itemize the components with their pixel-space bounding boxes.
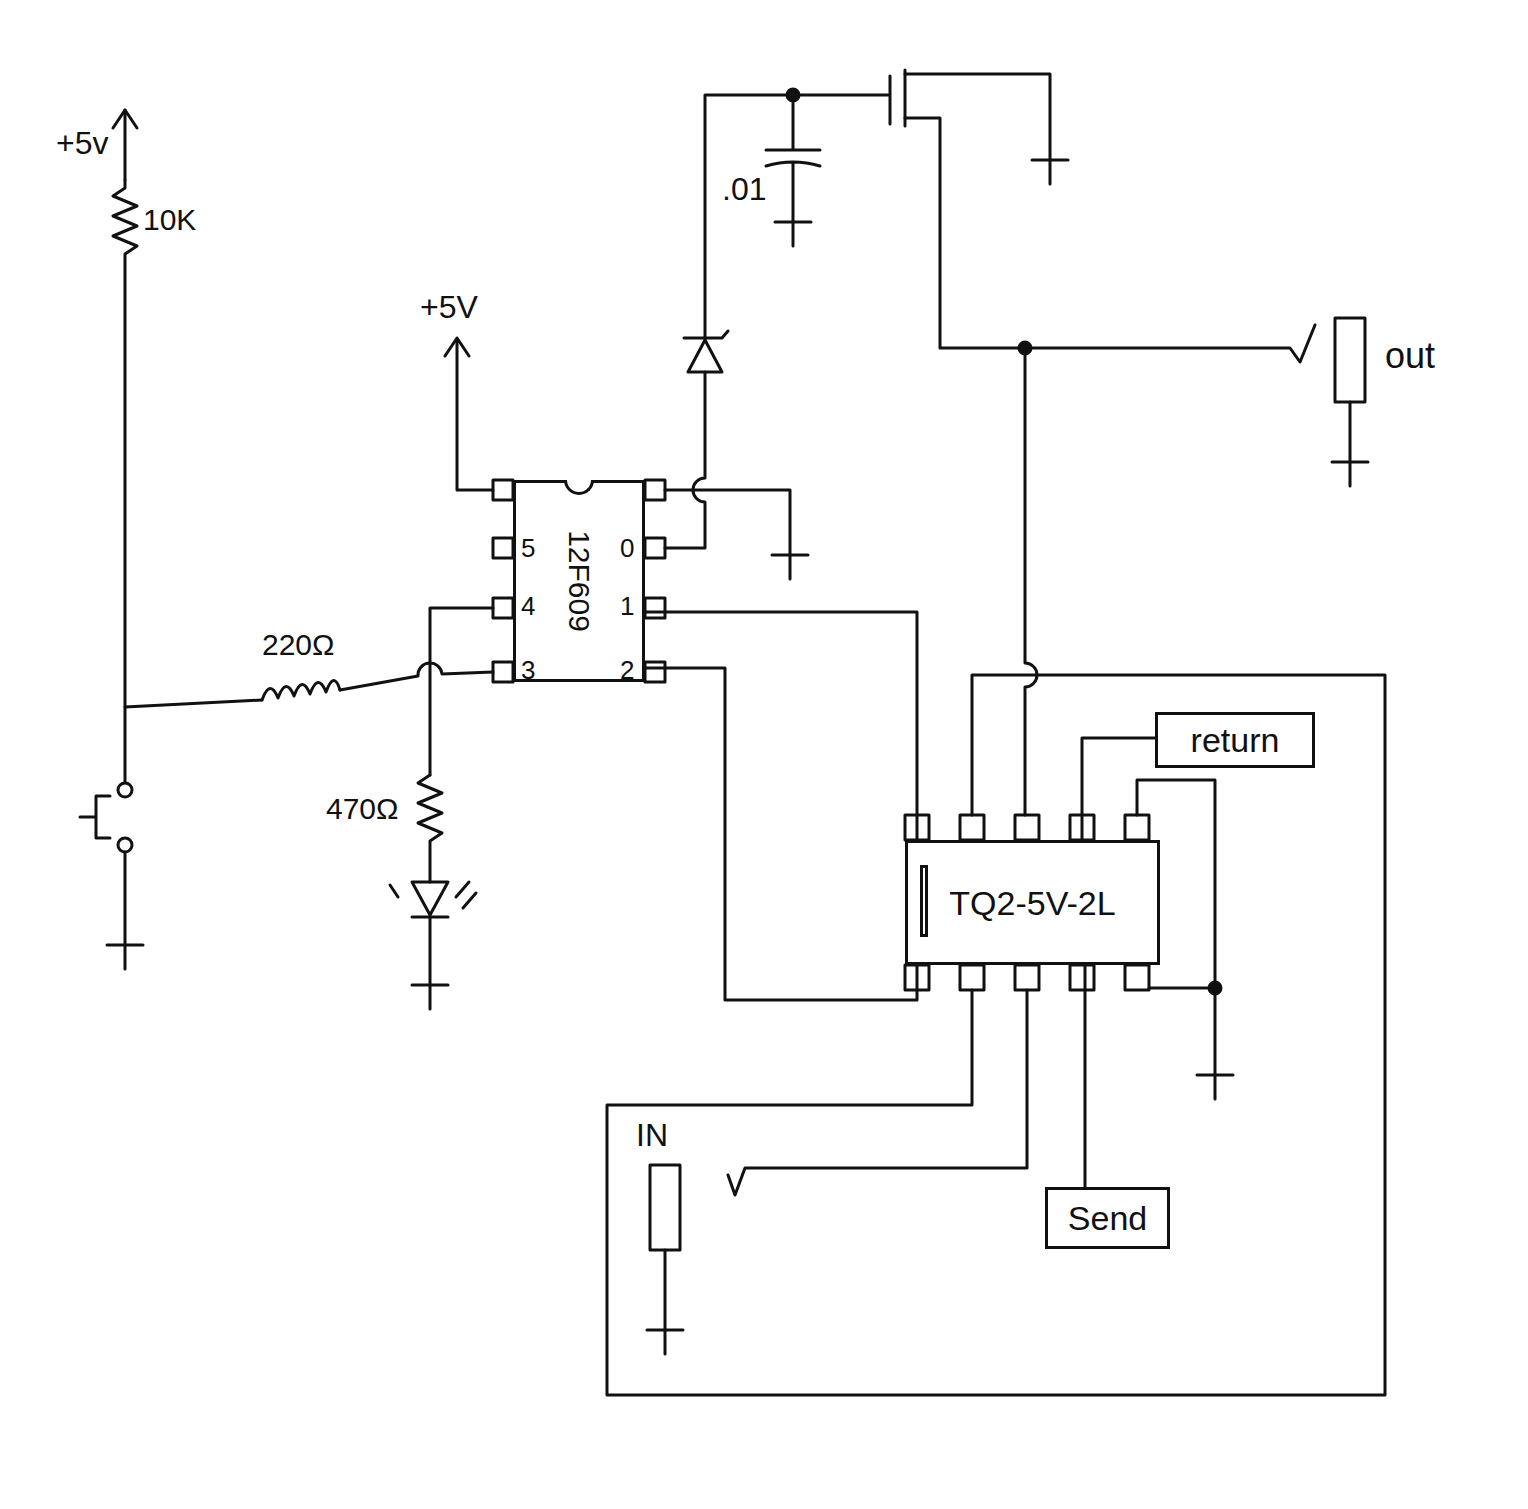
wire xyxy=(728,990,1027,1195)
wire-connector xyxy=(645,612,917,840)
wire xyxy=(665,372,705,548)
jack-symbol xyxy=(1335,318,1365,402)
pin-number: 0 xyxy=(620,534,634,563)
wire xyxy=(124,852,127,945)
chip-pin xyxy=(645,480,665,500)
led-symbol xyxy=(412,882,448,985)
ground-symbol xyxy=(775,222,811,246)
pin-number: 5 xyxy=(521,534,535,563)
wire xyxy=(905,118,1315,362)
relay-pin xyxy=(1070,965,1094,990)
wire xyxy=(705,95,888,338)
wire xyxy=(1137,780,1215,1075)
mosfet-symbol xyxy=(890,70,905,126)
supply-arrow xyxy=(445,338,469,356)
switch-symbol xyxy=(80,796,110,838)
jack-label: IN xyxy=(636,1118,668,1153)
ground-symbol xyxy=(772,555,808,579)
node-label: return xyxy=(1191,721,1280,760)
resistor-value: 470Ω xyxy=(326,792,398,825)
switch-contact xyxy=(118,838,132,852)
jack-label: out xyxy=(1385,336,1435,376)
supply-wire xyxy=(124,110,127,180)
chip-pin xyxy=(493,480,513,500)
supply-arrow xyxy=(113,110,137,128)
ground-symbol xyxy=(1332,462,1368,486)
chip-pin xyxy=(493,662,513,682)
chip-pin xyxy=(493,538,513,558)
chip-pin xyxy=(645,662,665,682)
relay-pin xyxy=(960,815,984,840)
pin-number: 2 xyxy=(620,656,634,685)
supply-wire xyxy=(457,340,493,490)
chip-pin xyxy=(493,598,513,618)
junction-dot xyxy=(1209,982,1221,994)
supply-label: +5V xyxy=(420,290,478,325)
pin-number: 3 xyxy=(521,656,535,685)
wire-connector xyxy=(1082,738,1155,840)
led-light-marks xyxy=(390,882,476,908)
pin-number: 1 xyxy=(620,592,634,621)
capacitor-value: .01 xyxy=(722,172,766,207)
ground-symbol xyxy=(1032,160,1068,184)
wire-connector xyxy=(645,668,917,1000)
ground-symbol xyxy=(1197,1075,1233,1099)
microcontroller-chip: 12F609 xyxy=(513,480,645,682)
relay-box: TQ2-5V-2L xyxy=(905,840,1160,965)
capacitor-symbol xyxy=(766,95,820,222)
chip-pin xyxy=(645,598,665,618)
ground-symbol xyxy=(412,985,448,1009)
switch-contact xyxy=(118,783,132,797)
node-label: TQ2-5V-2L xyxy=(949,883,1115,922)
resistor-value: 220Ω xyxy=(262,628,334,661)
relay-pin xyxy=(1015,965,1039,990)
wire xyxy=(665,490,790,555)
wire xyxy=(430,608,493,775)
resistor-symbol xyxy=(418,775,442,882)
resistor-symbol xyxy=(113,180,137,782)
return-box: return xyxy=(1155,712,1315,768)
node-label: Send xyxy=(1068,1199,1147,1238)
chip-notch xyxy=(564,480,594,495)
supply-label: +5v xyxy=(56,126,108,161)
wire-connector xyxy=(1084,965,1087,1187)
jack-symbol xyxy=(650,1165,680,1250)
relay-pin xyxy=(960,965,984,990)
wire xyxy=(1349,402,1352,462)
chip-pin xyxy=(645,538,665,558)
wire xyxy=(340,663,493,690)
relay-pin xyxy=(1015,815,1039,840)
relay-pin xyxy=(1125,965,1149,990)
wire xyxy=(125,700,262,707)
wire xyxy=(664,1250,667,1330)
send-box: Send xyxy=(1045,1187,1170,1249)
node-label: 12F609 xyxy=(562,530,596,632)
resistor-value: 10K xyxy=(143,203,196,236)
pin-number: 4 xyxy=(521,592,535,621)
ground-symbol xyxy=(107,945,143,969)
wire xyxy=(1025,348,1037,815)
relay-pin xyxy=(1125,815,1149,840)
resistor-symbol xyxy=(262,680,340,700)
ground-symbol xyxy=(647,1330,683,1354)
relay-polarity-mark xyxy=(920,865,928,937)
